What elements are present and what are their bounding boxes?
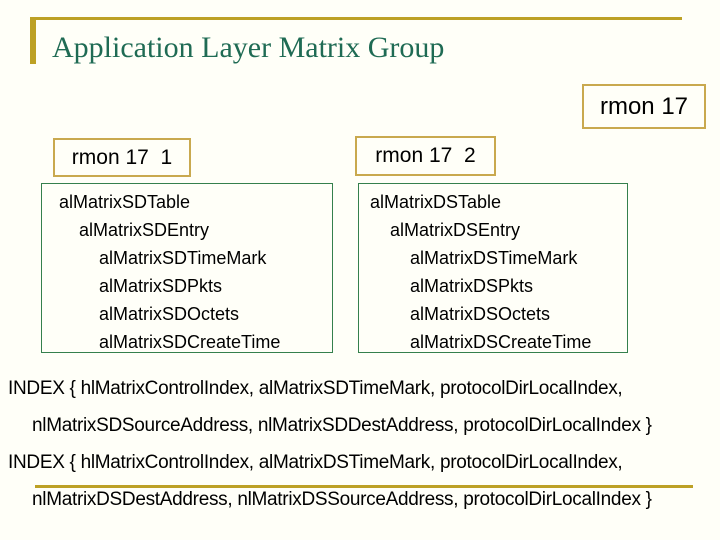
index-clause-ds-line-1: INDEX { hlMatrixControlIndex, alMatrixDS… (8, 452, 623, 473)
tree-item: alMatrixSDCreateTime (99, 332, 281, 352)
rmon-17-1-badge: rmon 17 1 (53, 138, 191, 177)
rmon-17-2-badge: rmon 17 2 (355, 136, 496, 176)
tree-item: alMatrixSDOctets (99, 304, 240, 324)
tree-item: alMatrixDSOctets (410, 304, 551, 324)
tree-item: alMatrixDSCreateTime (410, 332, 592, 352)
tree-item: alMatrixSDTable (59, 192, 191, 212)
bottom-accent-rule (35, 485, 693, 488)
rmon-17-1-badge-label: rmon 17 1 (71, 145, 173, 169)
al-matrix-sd-tree-box: alMatrixSDTable alMatrixSDEntry alMatrix… (41, 183, 333, 353)
tree-item: alMatrixDSTable (370, 192, 502, 212)
index-clause-sd-line-1: INDEX { hlMatrixControlIndex, alMatrixSD… (8, 378, 623, 399)
tree-item: alMatrixSDEntry (79, 220, 210, 240)
tree-item: alMatrixDSEntry (390, 220, 521, 240)
index-clause-ds-line-2: nlMatrixDSDestAddress, nlMatrixDSSourceA… (32, 489, 652, 510)
rmon-17-badge-label: rmon 17 (599, 92, 689, 120)
tree-item: alMatrixSDTimeMark (99, 248, 267, 268)
title-accent-bar (30, 17, 36, 64)
top-accent-rule (32, 17, 682, 20)
index-clause-sd-line-2: nlMatrixSDSourceAddress, nlMatrixSDDestA… (32, 415, 652, 436)
tree-item: alMatrixDSTimeMark (410, 248, 578, 268)
slide-title: Application Layer Matrix Group (52, 31, 445, 64)
tree-item: alMatrixSDPkts (99, 276, 223, 296)
rmon-17-badge: rmon 17 (582, 84, 706, 129)
tree-item: alMatrixDSPkts (410, 276, 534, 296)
rmon-17-2-badge-label: rmon 17 2 (375, 144, 476, 167)
al-matrix-ds-tree-box: alMatrixDSTable alMatrixDSEntry alMatrix… (358, 183, 628, 353)
